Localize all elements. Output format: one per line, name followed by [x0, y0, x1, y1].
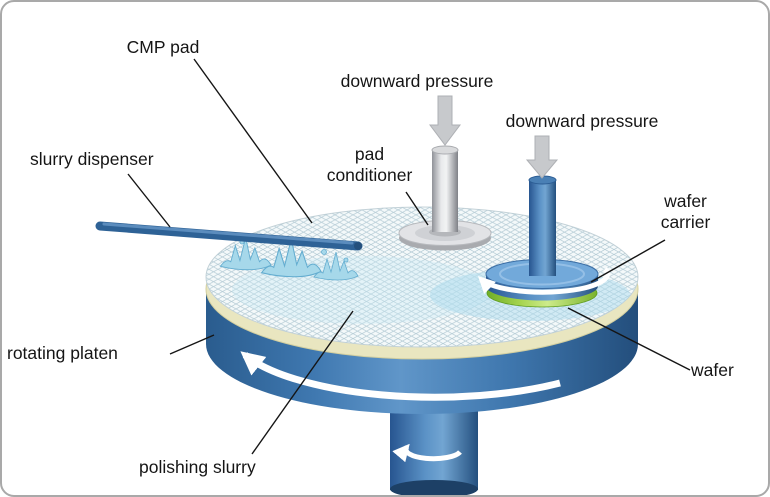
leader-rotating-platen	[169, 334, 215, 355]
leader-pad-conditioner	[405, 191, 429, 226]
carrier-shaft	[529, 180, 556, 276]
label-pad-conditioner-line2: conditioner	[326, 165, 413, 185]
leader-cmp-pad	[193, 58, 313, 224]
conditioner-shaft	[432, 150, 458, 232]
label-wafer: wafer	[691, 360, 734, 380]
platen-rotation-arrow	[240, 351, 561, 401]
leader-wafer	[567, 307, 691, 371]
label-pad-conditioner: pad conditioner	[302, 144, 437, 186]
label-downward-pressure-left: downward pressure	[340, 71, 494, 91]
drive-shaft-body	[390, 404, 478, 490]
slurry-dispenser-arm	[95, 221, 363, 251]
label-pad-conditioner-line1: pad	[354, 144, 385, 164]
label-polishing-slurry: polishing slurry	[139, 457, 256, 477]
conditioner-shaft-top	[431, 145, 459, 155]
leader-wafer-carrier	[590, 239, 666, 283]
wafer-carrier-assembly	[477, 175, 610, 308]
slurry-dispenser-rod	[95, 221, 363, 251]
label-rotating-platen: rotating platen	[7, 343, 118, 363]
label-wafer-carrier-line2: carrier	[660, 212, 711, 232]
pressure-arrow-carrier	[525, 135, 559, 179]
label-wafer-carrier: wafer carrier	[638, 191, 733, 233]
leader-slurry-dispenser	[127, 173, 171, 228]
label-downward-pressure-right: downward pressure	[505, 111, 659, 131]
slurry-dispenser-highlight	[102, 222, 354, 245]
shaft-rotation-arrow	[392, 443, 462, 463]
slurry-droplet	[343, 257, 349, 263]
leader-lines	[127, 58, 691, 455]
drive-shaft-bottom-edge	[390, 480, 478, 495]
slurry-droplet	[321, 249, 327, 255]
platen-drive-shaft	[390, 404, 478, 495]
leader-polishing-slurry	[251, 310, 354, 455]
slurry-dispenser-tip	[354, 242, 362, 250]
carrier-rotation-arrow	[477, 267, 610, 295]
label-cmp-pad: CMP pad	[126, 37, 200, 57]
label-wafer-carrier-line1: wafer	[664, 191, 707, 211]
pad-conditioner	[398, 145, 492, 251]
label-slurry-dispenser: slurry dispenser	[30, 149, 154, 169]
pressure-arrow-conditioner	[429, 95, 461, 146]
